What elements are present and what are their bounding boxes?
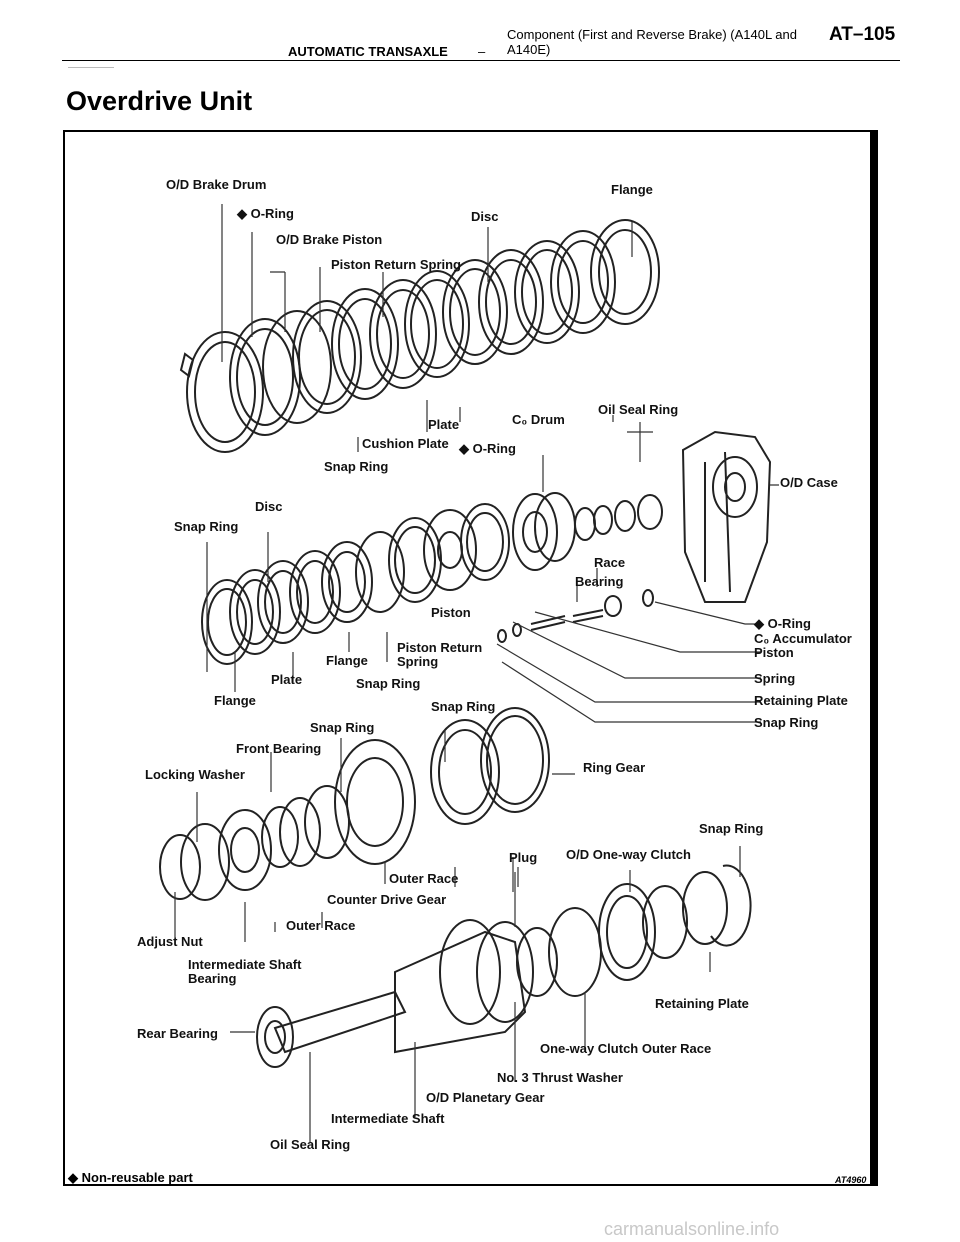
label-adjust-nut: Adjust Nut bbox=[137, 934, 203, 949]
label-snap-ring-4: Snap Ring bbox=[431, 699, 496, 714]
label-disc-1: Disc bbox=[471, 209, 499, 224]
accumulator-parts bbox=[497, 589, 654, 643]
label-snap-ring-7: Snap Ring bbox=[699, 821, 764, 836]
label-retaining-plate-2: Retaining Plate bbox=[655, 996, 749, 1011]
label-snap-ring-2: Snap Ring bbox=[174, 519, 239, 534]
label-outer-race-1: Outer Race bbox=[389, 871, 459, 886]
label-race: Race bbox=[594, 555, 626, 570]
label-snap-ring-5: Snap Ring bbox=[754, 715, 819, 730]
label-od-brake-piston: O/D Brake Piston bbox=[276, 232, 383, 247]
label-piston: Piston bbox=[431, 605, 471, 620]
label-spring: Spring bbox=[754, 671, 796, 686]
c0-drum-part bbox=[512, 492, 576, 571]
header-section: AUTOMATIC TRANSAXLE bbox=[288, 44, 448, 59]
label-outer-race-2: Outer Race bbox=[286, 918, 356, 933]
label-snap-ring-1: Snap Ring bbox=[324, 459, 389, 474]
label-one-way-clutch-outer-race: One-way Clutch Outer Race bbox=[540, 1041, 712, 1056]
label-retaining-plate-1: Retaining Plate bbox=[754, 693, 848, 708]
planetary-gear-and-shaft bbox=[256, 864, 752, 1068]
page-header: AUTOMATIC TRANSAXLE – Component (First a… bbox=[0, 0, 960, 70]
label-piston-return-spring-1: Piston Return Spring bbox=[331, 257, 461, 272]
label-flange-2: Flange bbox=[326, 653, 368, 668]
label-disc-2: Disc bbox=[255, 499, 283, 514]
label-counter-drive-gear: Counter Drive Gear bbox=[327, 892, 447, 907]
label-intermediate-shaft-bearing: Intermediate Shaft Bearing bbox=[188, 957, 302, 986]
header-dash: – bbox=[478, 44, 486, 59]
label-intermediate-shaft: Intermediate Shaft bbox=[331, 1111, 445, 1126]
header-mark bbox=[68, 67, 114, 68]
header-rule bbox=[62, 60, 900, 61]
label-snap-ring-6: Snap Ring bbox=[310, 720, 375, 735]
label-od-brake-drum: O/D Brake Drum bbox=[166, 177, 267, 192]
ring-gear-part bbox=[430, 707, 550, 825]
label-flange-1: Flange bbox=[611, 182, 653, 197]
label-front-bearing: Front Bearing bbox=[236, 741, 322, 756]
label-c0-accumulator-piston: C₀ Accumulator Piston bbox=[754, 631, 852, 660]
od-brake-drum-part bbox=[179, 331, 264, 453]
leader-lines bbox=[174, 204, 779, 1142]
label-oil-seal-ring-1: Oil Seal Ring bbox=[598, 402, 679, 417]
label-o-ring-2: ◆ O-Ring bbox=[459, 441, 516, 456]
figure-frame-edge bbox=[870, 130, 878, 1186]
label-rear-bearing: Rear Bearing bbox=[137, 1026, 218, 1041]
page-title: Overdrive Unit bbox=[66, 86, 253, 116]
label-o-ring-3: ◆ O-Ring bbox=[754, 616, 811, 631]
od-case-part bbox=[681, 430, 772, 603]
label-plate-2: Plate bbox=[271, 672, 303, 687]
clutch-plate-stack bbox=[201, 503, 510, 665]
label-oil-seal-ring-2: Oil Seal Ring bbox=[270, 1137, 351, 1152]
seal-rings bbox=[574, 494, 663, 541]
label-bearing: Bearing bbox=[575, 574, 624, 589]
figure-code: AT4960 bbox=[835, 1175, 867, 1185]
label-o-ring-1: ◆ O-Ring bbox=[237, 206, 294, 221]
label-plug: Plug bbox=[509, 850, 538, 865]
exploded-view-drawing bbox=[159, 204, 779, 1142]
label-flange-3: Flange bbox=[214, 693, 256, 708]
counter-drive-gear-part bbox=[159, 739, 416, 901]
label-ring-gear: Ring Gear bbox=[583, 760, 646, 775]
label-od-planetary-gear: O/D Planetary Gear bbox=[426, 1090, 545, 1105]
label-od-case: O/D Case bbox=[780, 475, 838, 490]
label-c0-drum: C₀ Drum bbox=[512, 412, 565, 427]
brake-plate-stack bbox=[229, 219, 660, 436]
label-snap-ring-3: Snap Ring bbox=[356, 676, 421, 691]
legend-non-reusable: ◆ Non-reusable part bbox=[68, 1170, 193, 1185]
label-plate-1: Plate bbox=[428, 417, 460, 432]
label-locking-washer: Locking Washer bbox=[145, 767, 245, 782]
page-number: AT–105 bbox=[829, 24, 896, 45]
label-od-one-way-clutch: O/D One-way Clutch bbox=[566, 847, 691, 862]
label-cushion-plate: Cushion Plate bbox=[362, 436, 449, 451]
label-no3-thrust-washer: No. 3 Thrust Washer bbox=[497, 1070, 623, 1085]
watermark: carmanualsonline.info bbox=[604, 1219, 780, 1239]
label-piston-return-spring-2: Piston Return Spring bbox=[397, 640, 483, 669]
header-component: Component (First and Reverse Brake) (A14… bbox=[507, 27, 797, 57]
